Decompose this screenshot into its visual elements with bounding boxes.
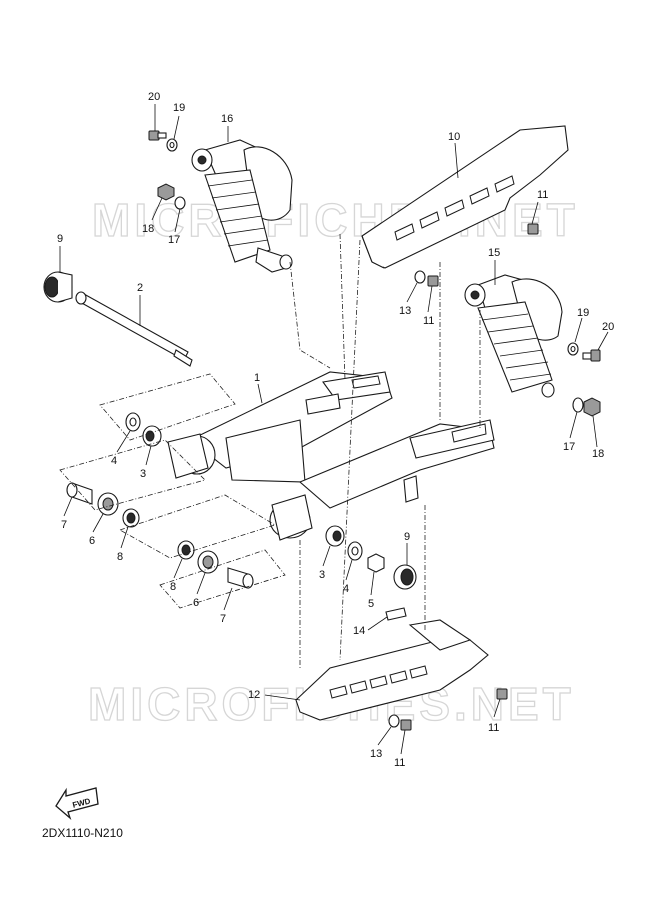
chain-case-upper-10	[361, 125, 569, 269]
collar-7-right	[227, 567, 254, 589]
bolt-20-right	[582, 349, 601, 362]
callout-3: 3	[140, 468, 146, 480]
callout-11: 11	[488, 722, 499, 734]
washer-13-upper	[414, 270, 426, 284]
callout-15: 15	[488, 247, 500, 259]
fwd-label: FWD	[72, 797, 92, 810]
oil-seal-3-right	[325, 525, 345, 547]
diagram-code: 2DX1110-N210	[42, 826, 123, 840]
washer-17-right	[572, 397, 584, 413]
callout-13: 13	[370, 748, 382, 760]
callout-5: 5	[368, 598, 374, 610]
callout-9: 9	[404, 531, 410, 543]
seal-8-right	[177, 540, 195, 560]
callout-1: 1	[254, 372, 260, 384]
leader-lines	[59, 104, 609, 755]
callout-16: 16	[221, 113, 233, 125]
callout-13: 13	[399, 305, 411, 317]
bolt-11-upper-right	[527, 223, 539, 235]
callout-18: 18	[592, 448, 604, 460]
callout-11: 11	[423, 315, 434, 327]
nut-18-right	[583, 397, 601, 417]
washer-17-left	[174, 196, 186, 210]
callout-19: 19	[173, 102, 185, 114]
label-14	[385, 607, 407, 621]
callout-3: 3	[319, 569, 325, 581]
rear-arm-1	[167, 371, 495, 541]
callout-7: 7	[220, 613, 226, 625]
callout-4: 4	[111, 455, 117, 467]
rear-shock-left	[191, 139, 293, 273]
callout-20: 20	[602, 321, 614, 333]
callout-11: 11	[537, 189, 548, 201]
callout-20: 20	[148, 91, 160, 103]
washer-19-left	[166, 138, 178, 152]
washer-4-left	[125, 412, 141, 432]
callout-8: 8	[117, 551, 123, 563]
washer-19-right	[567, 342, 579, 356]
nut-5	[367, 553, 385, 573]
seal-8-left	[122, 508, 140, 528]
callout-18: 18	[142, 223, 154, 235]
callout-7: 7	[61, 519, 67, 531]
washer-13-lower	[388, 714, 400, 728]
callout-6: 6	[193, 597, 199, 609]
callout-17: 17	[563, 441, 575, 453]
bearing-6-left	[97, 492, 119, 516]
assembly-lines	[59, 233, 481, 670]
chain-case-lower-12	[295, 619, 489, 721]
callout-numbers: 20 19 16 18 17 9 2 1 4 3 7 6 8 8 6 7 3 4…	[57, 91, 614, 769]
rear-shock-right	[464, 274, 563, 398]
callout-4: 4	[343, 583, 349, 595]
oil-seal-3-left	[142, 425, 162, 447]
nut-18-left	[157, 183, 175, 201]
callout-6: 6	[89, 535, 95, 547]
callout-14: 14	[353, 625, 365, 637]
pivot-shaft-2	[75, 291, 193, 367]
bolt-11-upper-mid	[427, 275, 439, 287]
bolt-11-lower-mid	[400, 719, 412, 731]
callout-9: 9	[57, 233, 63, 245]
bolt-20-left	[148, 130, 167, 141]
callout-19: 19	[577, 307, 589, 319]
callout-11: 11	[394, 757, 405, 769]
bearing-6-right	[197, 550, 219, 574]
bolt-11-lower-right	[496, 688, 508, 700]
collar-9-bottom	[393, 564, 417, 590]
callout-12: 12	[248, 689, 260, 701]
collar-7-left	[66, 482, 93, 505]
washer-4-right	[347, 541, 363, 561]
callout-17: 17	[168, 234, 180, 246]
collar-9-top	[43, 271, 73, 303]
callout-8: 8	[170, 581, 176, 593]
fwd-arrow-icon: FWD	[55, 787, 99, 821]
callout-2: 2	[137, 282, 143, 294]
callout-10: 10	[448, 131, 460, 143]
